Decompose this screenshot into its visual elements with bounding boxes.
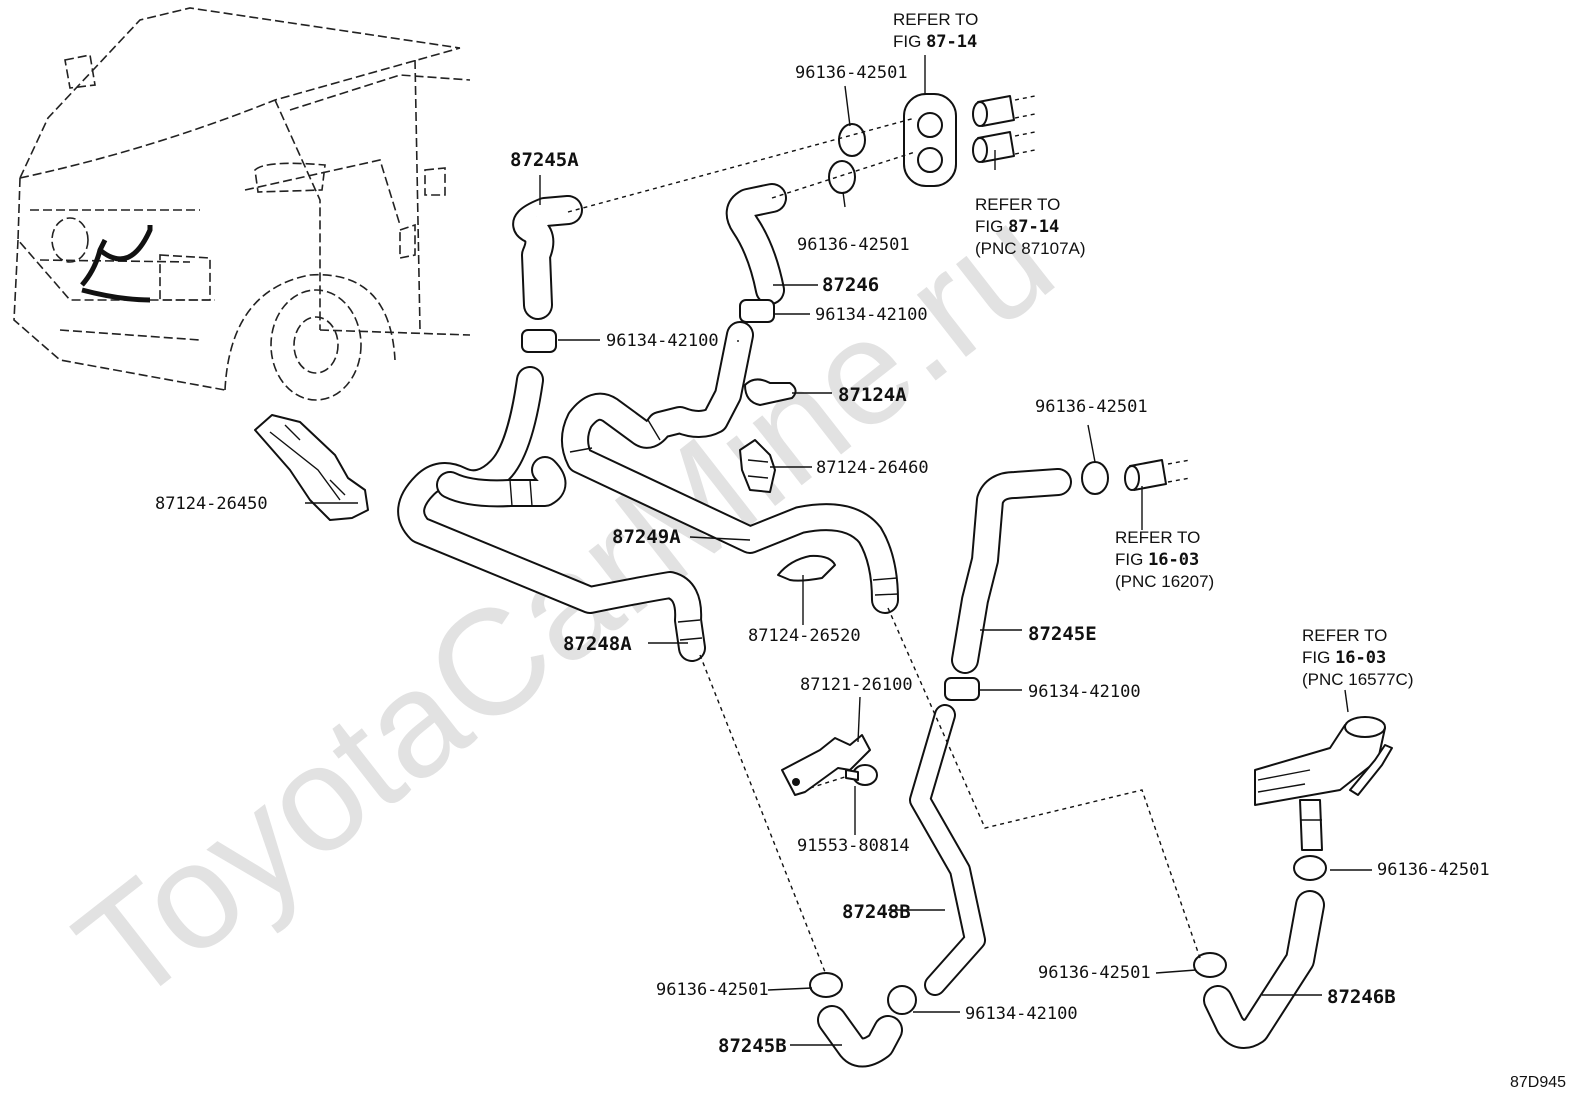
label-96136-42501-fourth: 96136-42501 — [1377, 860, 1490, 880]
label-91553-80814: 91553-80814 — [797, 836, 910, 856]
label-96134-42100-a: 96134-42100 — [606, 331, 719, 351]
van-outline-icon — [13, 7, 471, 401]
heater-hose-87249A-icon — [561, 321, 899, 614]
label-96134-42100-d: 96134-42100 — [965, 1004, 1078, 1024]
heater-hose-87248A-icon — [397, 366, 706, 662]
diagram-code: 87D945 — [1510, 1074, 1566, 1091]
label-87245A: 87245A — [510, 149, 579, 171]
refer-note-1-line2: FIG 87-14 — [893, 32, 977, 52]
refer-note-3-line2: FIG 16-03 — [1115, 550, 1199, 570]
heater-hose-87246B-icon — [1203, 890, 1325, 1049]
refer-note-2: REFER TO FIG 87-14 (PNC 87107A) — [975, 195, 1086, 258]
label-87245B: 87245B — [718, 1035, 787, 1057]
label-87246: 87246 — [822, 274, 879, 296]
bracket-87121-26100-icon — [781, 734, 871, 796]
label-96134-42100-c: 96134-42100 — [1028, 682, 1141, 702]
refer-note-3-line3: (PNC 16207) — [1115, 572, 1214, 591]
label-87245E: 87245E — [1028, 623, 1097, 645]
heater-hose-87248B-icon — [909, 704, 986, 996]
label-87249A: 87249A — [612, 526, 681, 548]
label-87124-26460: 87124-26460 — [816, 458, 929, 478]
label-96134-42100-b: 96134-42100 — [815, 305, 928, 325]
refer-note-1: REFER TO FIG 87-14 — [893, 10, 978, 52]
label-96136-42501-second: 96136-42501 — [797, 235, 910, 255]
pipe-clamp-icon — [739, 378, 836, 582]
pipe-end-icon — [972, 95, 1191, 491]
bolt-icon — [845, 764, 878, 786]
label-87124-26520: 87124-26520 — [748, 626, 861, 646]
bracket-87124-26450-icon — [254, 414, 369, 521]
refer-note-4-line2: FIG 16-03 — [1302, 648, 1386, 668]
label-87124-26450: 87124-26450 — [155, 494, 268, 514]
water-pipe-assembly-icon — [1254, 716, 1393, 851]
heater-hose-87245B-icon — [817, 1005, 903, 1068]
leader-lines — [305, 55, 1372, 1046]
label-87121-26100: 87121-26100 — [800, 675, 913, 695]
refer-note-4-line1: REFER TO — [1302, 626, 1387, 645]
label-87248A: 87248A — [563, 633, 632, 655]
refer-note-1-line1: REFER TO — [893, 10, 978, 29]
label-87124A: 87124A — [838, 384, 907, 406]
label-96136-42501-third: 96136-42501 — [1035, 397, 1148, 417]
label-87246B: 87246B — [1327, 986, 1396, 1008]
heater-hose-87246-icon — [725, 183, 787, 305]
grommet-icon — [903, 93, 957, 187]
label-96136-42501-top: 96136-42501 — [795, 63, 908, 83]
hose-clamp-icon — [521, 123, 1327, 1015]
connection-lines — [567, 117, 1201, 973]
refer-note-2-line3: (PNC 87107A) — [975, 239, 1086, 258]
refer-note-2-line2: FIG 87-14 — [975, 217, 1059, 237]
label-96136-42501-fifth: 96136-42501 — [656, 980, 769, 1000]
refer-note-4: REFER TO FIG 16-03 (PNC 16577C) — [1302, 626, 1414, 689]
refer-note-2-line1: REFER TO — [975, 195, 1060, 214]
refer-note-4-line3: (PNC 16577C) — [1302, 670, 1414, 689]
label-96136-42501-sixth: 96136-42501 — [1038, 963, 1151, 983]
label-87248B: 87248B — [842, 901, 911, 923]
heater-hose-87245A-icon — [512, 195, 583, 320]
heater-hose-87245E-icon — [951, 468, 1072, 674]
refer-note-3: REFER TO FIG 16-03 (PNC 16207) — [1115, 528, 1214, 591]
refer-note-3-line1: REFER TO — [1115, 528, 1200, 547]
